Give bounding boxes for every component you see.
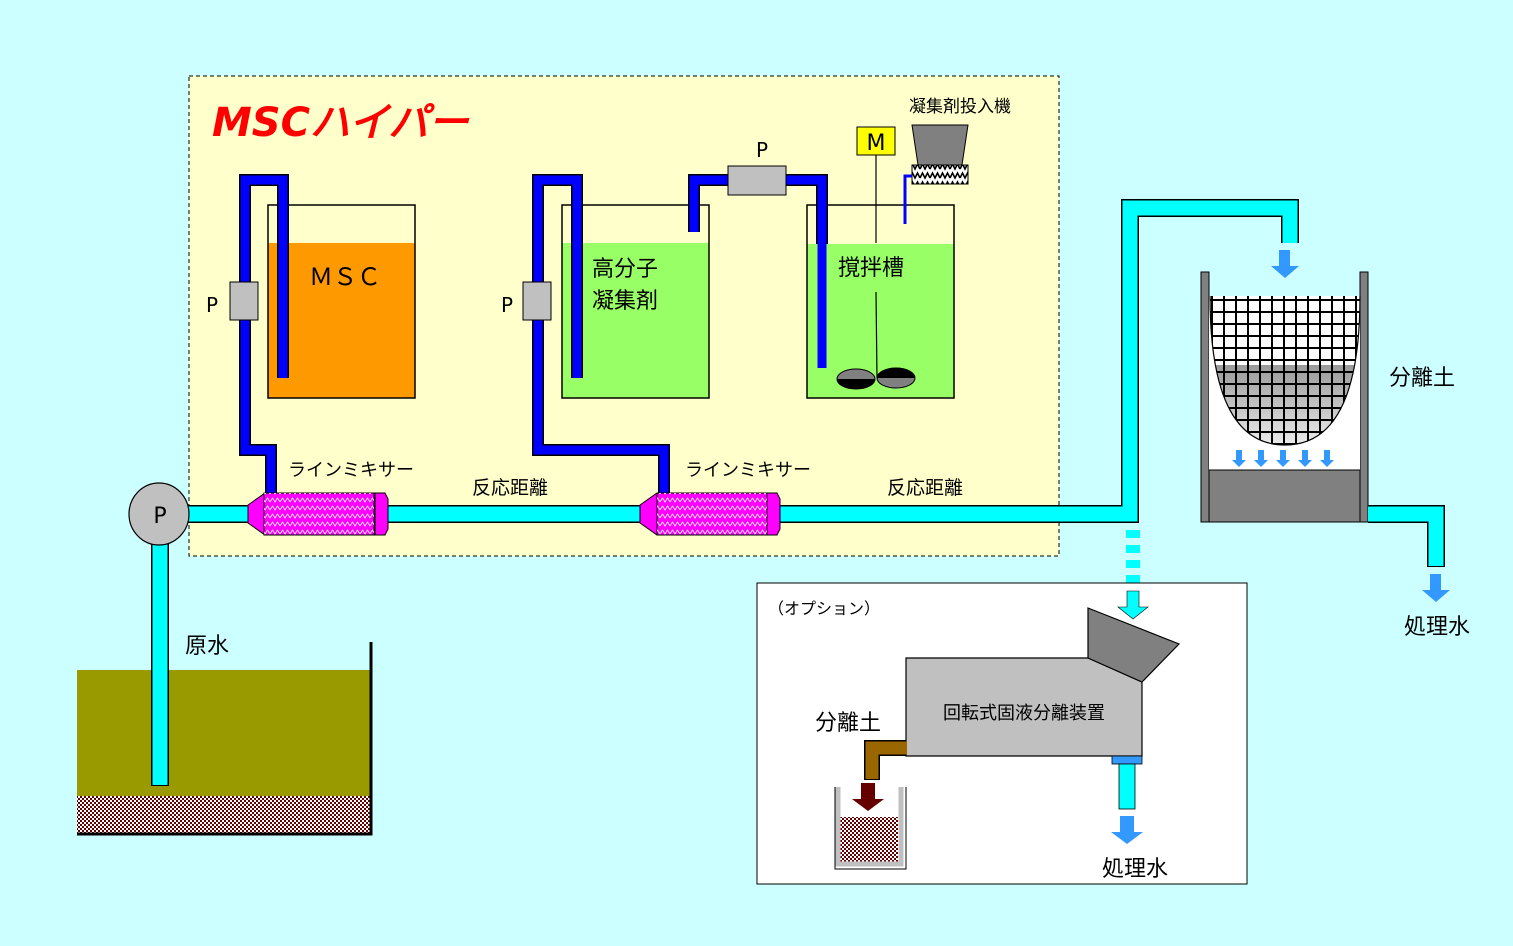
main-pump-label: P [153, 504, 166, 529]
transfer-pump [727, 165, 787, 196]
main-pump [128, 482, 190, 546]
line-mixer-2 [639, 492, 781, 536]
option-treated-water-label: 処理水 [1102, 857, 1168, 882]
option-separated-soil-label: 分離土 [815, 711, 881, 736]
line-mixer-1 [247, 492, 389, 536]
polymer-pump-label: P [501, 293, 513, 317]
raw-water-label: 原水 [185, 634, 229, 659]
screen-separator [1200, 271, 1369, 523]
line-mixer-2-label: ラインミキサー [685, 460, 811, 481]
option-treated-arrow-icon [1111, 816, 1143, 844]
reaction-distance-2-label: 反応距離 [887, 477, 963, 499]
filtrate-arrows [1232, 450, 1334, 467]
flocculant-feeder [903, 124, 969, 224]
line-mixer-1-label: ラインミキサー [288, 460, 414, 481]
motor-label: M [867, 131, 886, 156]
treated-water-label: 処理水 [1404, 615, 1470, 640]
msc-tank-label: ＭＳＣ [309, 263, 381, 291]
sludge-arrow-icon [852, 783, 884, 811]
sludge-container [834, 787, 907, 870]
msc-tank-liquid [268, 243, 415, 398]
option-inlet-arrow-icon [1117, 590, 1149, 620]
polymer-tank-label-1: 高分子 [592, 257, 658, 282]
transfer-pump-label: P [756, 138, 768, 162]
inlet-arrow-icon [1271, 250, 1299, 278]
polymer-tank-liquid [562, 243, 709, 398]
rotary-separator [905, 607, 1181, 757]
treated-water-pipe [1368, 505, 1445, 567]
reaction-distance-1-label: 反応距離 [472, 477, 548, 499]
separated-soil-label: 分離土 [1389, 366, 1455, 391]
polymer-dosing-pump [522, 281, 552, 321]
raw-water [77, 670, 370, 796]
msc-tank [267, 204, 416, 399]
option-treated-pipe [1118, 763, 1136, 810]
mixing-tank [806, 204, 955, 399]
msc-dosing-pump [229, 281, 259, 321]
impeller [836, 367, 916, 390]
treated-water-arrow-icon [1422, 574, 1450, 602]
mixing-tank-label: 撹拌槽 [838, 256, 904, 281]
msc-pump-label: P [206, 293, 218, 317]
feeder-label: 凝集剤投入機 [909, 97, 1011, 117]
system-title: MSCハイパー [212, 100, 470, 146]
option-label: （オプション） [768, 599, 880, 618]
polymer-tank [561, 204, 710, 399]
polymer-tank-label-2: 凝集剤 [592, 289, 658, 314]
rotary-separator-label: 回転式固液分離装置 [943, 703, 1105, 724]
sediment [77, 796, 370, 834]
